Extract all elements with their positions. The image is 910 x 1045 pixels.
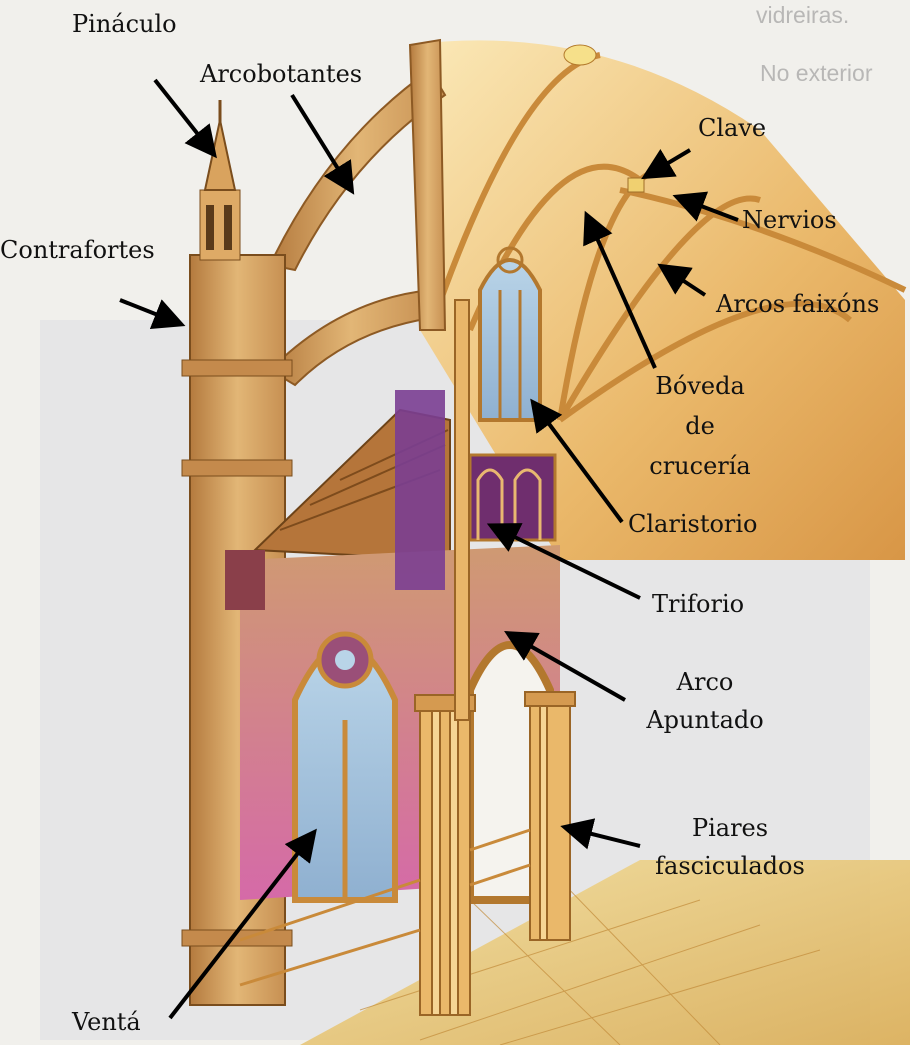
purple-pier-block <box>395 390 445 590</box>
label-boveda-2: de <box>685 412 715 440</box>
label-venta: Ventá <box>72 1008 141 1036</box>
aisle-window <box>292 631 398 903</box>
background-text-2: No exterior <box>760 60 873 86</box>
label-piares-1: Piares <box>691 814 769 842</box>
flying-buttresses <box>268 38 447 387</box>
arrow-venta <box>168 828 317 1020</box>
label-boveda-3: crucería <box>649 452 751 480</box>
arrow-boveda <box>583 210 657 369</box>
arrow-arcobotantes <box>290 93 355 195</box>
keystone-top <box>563 44 597 66</box>
arrow-clave <box>641 148 692 180</box>
background-text-1: vidreiras. <box>756 2 850 28</box>
label-claristorio: Claristorio <box>628 510 758 538</box>
arrow-arco-apuntado <box>504 631 626 702</box>
label-pinaculo: Pináculo <box>72 10 177 38</box>
arrow-contrafortes <box>119 298 186 330</box>
arrow-claristorio <box>530 398 624 524</box>
label-arco-1: Arco <box>676 668 734 696</box>
balustrade <box>239 828 531 987</box>
arrow-arcos-faixons <box>657 263 707 297</box>
arrow-pinaculo <box>153 78 217 159</box>
label-arcobotantes: Arcobotantes <box>200 60 363 88</box>
clerestory-windows <box>478 246 542 422</box>
arrow-triforio <box>486 523 641 600</box>
triforium-arcade <box>468 453 557 542</box>
label-boveda-1: Bóveda <box>655 372 745 400</box>
leader-arrows <box>119 78 739 1020</box>
label-nervios: Nervios <box>742 206 837 234</box>
label-triforio: Triforio <box>652 590 745 618</box>
arrow-nervios <box>672 191 739 222</box>
label-piares-2: fasciculados <box>655 852 805 880</box>
keystone <box>627 177 645 193</box>
label-arcos-faixons: Arcos faixóns <box>716 290 880 318</box>
floor-tiles <box>359 879 821 1045</box>
arrow-piares <box>560 818 641 850</box>
corbel <box>225 550 265 610</box>
clustered-piers <box>414 299 576 1016</box>
label-arco-2: Apuntado <box>646 706 764 734</box>
label-clave: Clave <box>698 114 767 142</box>
label-contrafortes: Contrafortes <box>0 236 155 264</box>
